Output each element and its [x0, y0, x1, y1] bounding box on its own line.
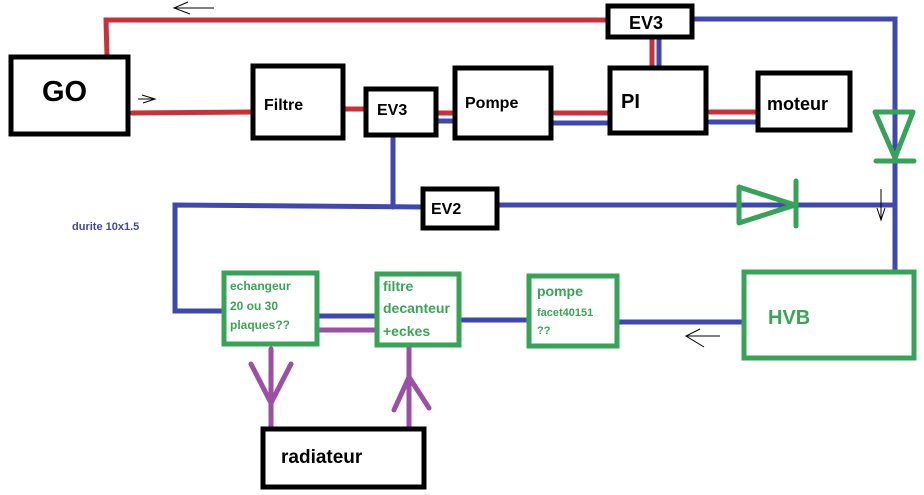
main-blocks — [8, 3, 853, 490]
filtre-decanteur-label-line2: decanteur — [383, 300, 450, 316]
radiateur-block[interactable] — [260, 426, 427, 490]
arrow-right-go-icon — [138, 94, 157, 104]
return-line-top — [103, 17, 609, 59]
moteur-label: moteur — [767, 94, 828, 114]
durite-annotation: durite 10x1.5 — [72, 221, 139, 233]
arrow-left-hvb-icon — [684, 328, 720, 348]
filtre-block[interactable] — [250, 63, 346, 141]
filtre-decanteur-label-line1: filtre — [383, 278, 414, 294]
pompe-facet-label-line1: pompe — [537, 283, 583, 299]
go-label: GO — [42, 76, 87, 108]
go-to-filtre-line — [129, 109, 256, 116]
check-valve-horizontal-icon — [736, 178, 799, 229]
fuel-lines — [103, 17, 761, 116]
durite-loop-line — [172, 202, 426, 314]
filtre-decanteur-label-line3: +eckes — [383, 323, 430, 339]
pi-label: PI — [621, 91, 640, 113]
ev3top-to-hvb-line — [690, 16, 898, 273]
pompe-facet-block[interactable] — [526, 273, 620, 349]
radiateur-label: radiateur — [281, 447, 363, 468]
filtre-label: Filtre — [264, 97, 303, 114]
down-arrow-icon — [248, 361, 294, 409]
echangeur-label-line2: 20 ou 30 — [230, 299, 278, 313]
ev3-top-label: EV3 — [629, 13, 663, 33]
pompe-block[interactable] — [452, 65, 554, 141]
ev2-label: EV2 — [431, 201, 461, 218]
pompe-facet-label-line2: facet40151 — [537, 307, 593, 319]
moteur-block[interactable] — [755, 70, 853, 133]
flow-arrows — [138, 1, 886, 348]
ev3-inline-valve[interactable] — [363, 86, 439, 138]
echangeur-block[interactable] — [221, 270, 320, 347]
pompe-facet-label-line3: ?? — [537, 325, 551, 337]
cooling-blocks — [221, 269, 917, 361]
radiator-loop-lines — [248, 327, 432, 432]
go-tank[interactable] — [8, 54, 131, 137]
check-valves — [736, 109, 917, 229]
filtre-decanteur-block[interactable] — [374, 271, 462, 348]
up-arrow-icon — [391, 371, 432, 413]
echangeur-label-line1: echangeur — [230, 279, 291, 293]
hvb-block[interactable] — [741, 269, 917, 361]
check-valve-vertical-icon — [872, 109, 917, 164]
ev2-valve[interactable] — [420, 186, 500, 231]
arrow-left-top-icon — [172, 1, 214, 15]
arrow-down-right-icon — [876, 189, 886, 222]
pi-block[interactable] — [607, 65, 709, 136]
ev3-top-valve[interactable] — [605, 3, 695, 40]
ev3-inline-label: EV3 — [377, 102, 407, 119]
hvb-label: HVB — [768, 307, 810, 329]
echangeur-label-line3: plaques?? — [230, 318, 290, 332]
pompe-label: Pompe — [465, 95, 518, 112]
